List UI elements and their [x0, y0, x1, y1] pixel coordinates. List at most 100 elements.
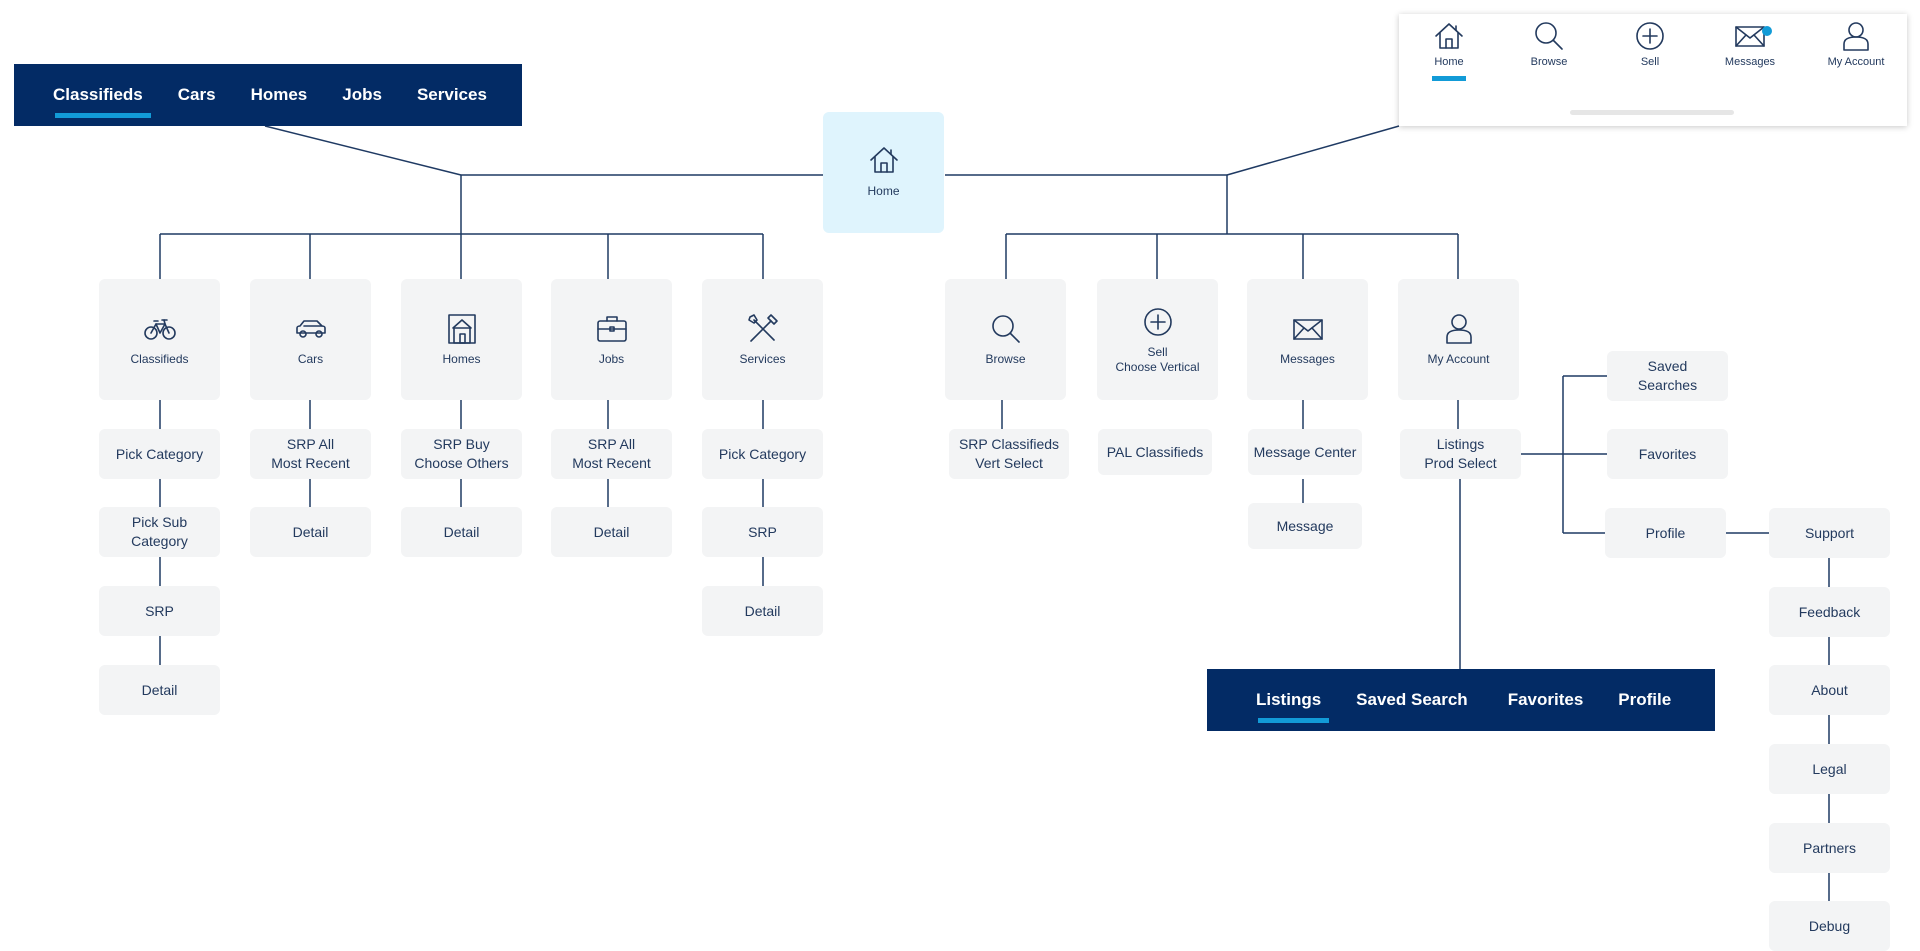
step-label: SRP All Most Recent: [271, 436, 350, 471]
node-label: Homes: [442, 352, 481, 366]
nav-classifieds[interactable]: Classifieds: [53, 85, 151, 118]
step-node[interactable]: Profile: [1605, 508, 1726, 558]
plus-circle-icon: [1143, 307, 1172, 336]
plus-circle-icon: [1636, 22, 1664, 50]
step-label: Detail: [443, 523, 480, 540]
step-label: Message Center: [1253, 443, 1357, 460]
envelope-icon: [1292, 319, 1323, 340]
category-node-homes[interactable]: Homes: [401, 279, 522, 400]
nav-profile[interactable]: Profile: [1618, 690, 1672, 709]
step-node[interactable]: Detail: [702, 586, 823, 636]
step-label: Detail: [141, 681, 178, 698]
nav-listings[interactable]: Listings: [1256, 690, 1330, 723]
home-icon: [1435, 23, 1463, 49]
step-node[interactable]: Saved Searches: [1607, 351, 1728, 401]
step-node[interactable]: Partners: [1769, 823, 1890, 873]
step-label: About: [1811, 681, 1848, 698]
node-label: Classifieds: [130, 352, 189, 366]
step-node[interactable]: SRP Buy Choose Others: [401, 429, 522, 479]
bottom-tab-bar-mock: Home Browse Sell Messages My Account: [1399, 14, 1907, 126]
step-node[interactable]: About: [1769, 665, 1890, 715]
step-node[interactable]: Listings Prod Select: [1400, 429, 1521, 479]
user-icon: [1843, 22, 1869, 51]
step-node[interactable]: Detail: [551, 507, 672, 557]
tab-browse[interactable]: Browse: [1499, 20, 1599, 68]
top-category-nav: Classifieds Cars Homes Jobs Services: [14, 64, 522, 126]
step-label: SRP: [748, 523, 777, 540]
node-label: Browse: [985, 352, 1026, 366]
step-node[interactable]: Feedback: [1769, 587, 1890, 637]
step-node[interactable]: SRP Classifieds Vert Select: [949, 429, 1069, 479]
node-label: Messages: [1280, 352, 1335, 366]
nav-homes[interactable]: Homes: [250, 85, 308, 104]
category-node-sell[interactable]: Sell Choose Vertical: [1097, 279, 1218, 400]
step-node[interactable]: SRP: [702, 507, 823, 557]
node-label: Services: [739, 352, 786, 366]
tab-label: Home: [1434, 56, 1464, 68]
step-node[interactable]: Debug: [1769, 901, 1890, 951]
step-node[interactable]: Detail: [99, 665, 220, 715]
category-node-services[interactable]: Services: [702, 279, 823, 400]
user-icon: [1445, 314, 1472, 344]
step-label: Favorites: [1638, 445, 1697, 462]
step-label: Listings Prod Select: [1424, 436, 1497, 471]
category-node-cars[interactable]: Cars: [250, 279, 371, 400]
tab-sell[interactable]: Sell: [1600, 20, 1700, 68]
tools-icon: [747, 314, 778, 342]
step-node[interactable]: Support: [1769, 508, 1890, 558]
step-node[interactable]: SRP: [99, 586, 220, 636]
tab-label: Sell: [1640, 56, 1660, 68]
step-label: Profile: [1645, 524, 1686, 541]
bicycle-icon: [143, 319, 176, 340]
step-label: Detail: [593, 523, 630, 540]
tab-label: Browse: [1530, 56, 1568, 68]
step-label: Pick Category: [718, 445, 807, 462]
category-node-jobs[interactable]: Jobs: [551, 279, 672, 400]
nav-favorites[interactable]: Favorites: [1507, 690, 1584, 709]
tab-my-account[interactable]: My Account: [1806, 20, 1906, 68]
step-node[interactable]: Message Center: [1248, 429, 1362, 475]
category-node-messages[interactable]: Messages: [1247, 279, 1368, 400]
step-label: SRP: [145, 602, 174, 619]
step-label: Detail: [744, 602, 781, 619]
home-node[interactable]: Home: [823, 112, 944, 233]
step-node[interactable]: Detail: [250, 507, 371, 557]
nav-saved-search[interactable]: Saved Search: [1356, 690, 1468, 709]
step-node[interactable]: Pick Category: [702, 429, 823, 479]
account-section-nav: Listings Saved Search Favorites Profile: [1207, 669, 1715, 731]
step-label: SRP Buy Choose Others: [414, 436, 509, 471]
step-node[interactable]: Pick Sub Category: [99, 507, 220, 557]
nav-services[interactable]: Services: [416, 85, 487, 104]
tab-label: My Account: [1827, 56, 1885, 68]
category-node-classifieds[interactable]: Classifieds: [99, 279, 220, 400]
home-icon: [869, 147, 898, 173]
step-node[interactable]: Legal: [1769, 744, 1890, 794]
step-node[interactable]: SRP All Most Recent: [250, 429, 371, 479]
step-node[interactable]: Pick Category: [99, 429, 220, 479]
step-node[interactable]: Message: [1248, 503, 1362, 549]
nav-cars[interactable]: Cars: [177, 85, 216, 104]
step-label: Debug: [1808, 917, 1851, 934]
search-icon: [1535, 22, 1563, 50]
category-node-my-account[interactable]: My Account: [1398, 279, 1519, 400]
tab-messages[interactable]: Messages: [1700, 20, 1800, 68]
step-label: PAL Classifieds: [1106, 443, 1204, 460]
category-node-browse[interactable]: Browse: [945, 279, 1066, 400]
step-label: Pick Category: [115, 445, 204, 462]
step-node[interactable]: Favorites: [1607, 429, 1728, 479]
unread-badge: [1762, 26, 1772, 36]
car-icon: [295, 320, 326, 338]
step-node[interactable]: Detail: [401, 507, 522, 557]
node-label: My Account: [1427, 352, 1490, 366]
step-node[interactable]: PAL Classifieds: [1098, 429, 1212, 475]
step-label: Saved Searches: [1637, 358, 1698, 393]
node-label: Jobs: [598, 352, 625, 366]
node-label: Sell Choose Vertical: [1115, 344, 1200, 374]
step-label: Detail: [292, 523, 329, 540]
house-icon: [447, 314, 476, 344]
tab-home[interactable]: Home: [1399, 20, 1499, 81]
step-node[interactable]: SRP All Most Recent: [551, 429, 672, 479]
step-label: Support: [1804, 524, 1855, 541]
home-indicator-bar: [1570, 110, 1734, 115]
nav-jobs[interactable]: Jobs: [342, 85, 382, 104]
